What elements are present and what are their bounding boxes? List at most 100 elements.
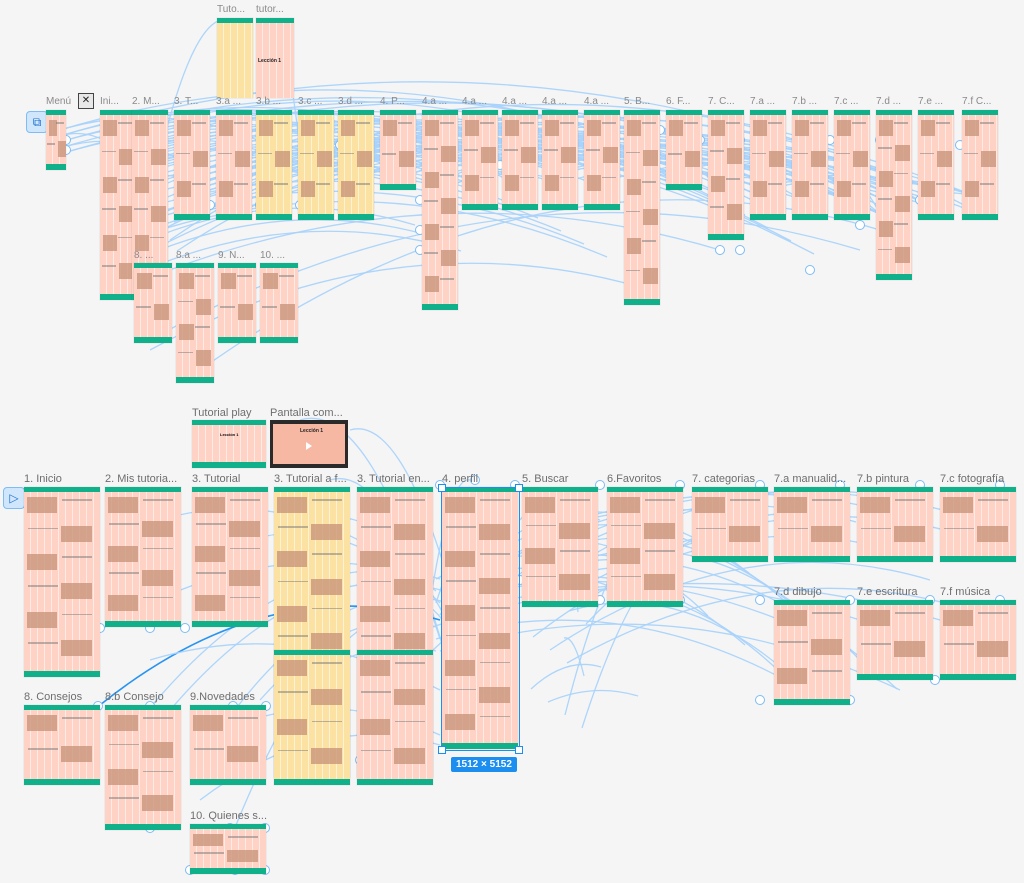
top-frame-label-12: 4.a ... — [542, 96, 568, 107]
bottom-row1-frame-7[interactable] — [607, 487, 683, 607]
top-frame-11[interactable] — [502, 110, 538, 210]
bottom-row1-frame-10[interactable] — [857, 487, 933, 562]
bottom-row1-frame-5[interactable] — [442, 487, 518, 749]
bottom-row2-label-2: 7.f música — [940, 586, 991, 598]
bottom-row1-label-9: 7.a manualid... — [774, 473, 847, 485]
top-frame-1[interactable] — [100, 110, 136, 300]
bottom-row2-frame-1[interactable] — [857, 600, 933, 680]
top-frame-label-22: 7.f C... — [962, 96, 992, 107]
top-frame-12[interactable] — [542, 110, 578, 210]
connector-node — [735, 245, 745, 255]
top-frame-18[interactable] — [792, 110, 828, 220]
bottom-row2-frame-2[interactable] — [940, 600, 1016, 680]
bottom-row3-label-1: 8.b Consejo — [105, 691, 164, 703]
bottom-row3-frame-2[interactable] — [190, 705, 266, 785]
top-frame-label-19: 7.c ... — [834, 96, 859, 107]
bottom-row1-frame-0[interactable] — [24, 487, 100, 677]
bottom-row2mid-frame-1[interactable] — [357, 650, 433, 785]
frame-label-tutorial-play: Tutorial play — [192, 407, 252, 419]
resize-handle-tr[interactable] — [515, 484, 523, 492]
bottom-row1-label-0: 1. Inicio — [24, 473, 62, 485]
top-frame-0[interactable] — [46, 110, 66, 170]
top-row2-frame-3[interactable] — [260, 263, 298, 343]
bottom-row1-label-1: 2. Mis tutoria... — [105, 473, 178, 485]
top-frame-19[interactable] — [834, 110, 870, 220]
connector-line — [530, 663, 602, 690]
connector-line — [547, 689, 639, 703]
connector-node — [715, 245, 725, 255]
top-frame-label-18: 7.b ... — [792, 96, 818, 107]
present-icon[interactable]: ▷ — [3, 487, 25, 509]
top-frame-4[interactable] — [216, 110, 252, 220]
top-row2-frame-0[interactable] — [134, 263, 172, 343]
bottom-row1-label-2: 3. Tutorial — [192, 473, 241, 485]
bottom-row3-label-0: 8. Consejos — [24, 691, 83, 703]
top-row2-frame-2[interactable] — [218, 263, 256, 343]
top-frame-5[interactable] — [256, 110, 292, 220]
top-frame-20[interactable] — [876, 110, 912, 280]
top-frame-15[interactable] — [666, 110, 702, 190]
top-frame-22[interactable] — [962, 110, 998, 220]
bottom-row2mid-frame-0[interactable] — [274, 650, 350, 785]
bottom-row1-frame-1[interactable] — [105, 487, 181, 627]
top-frame-13[interactable] — [584, 110, 620, 210]
bottom-row3-frame-1[interactable] — [105, 705, 181, 830]
top-row2-frame-1[interactable] — [176, 263, 214, 383]
top-frame-label-10: 4.a ... — [462, 96, 488, 107]
resize-handle-bl[interactable] — [438, 746, 446, 754]
connector-node — [755, 695, 765, 705]
top-row2-label-0: 8. ... — [134, 250, 154, 261]
selected-frame-outline[interactable] — [441, 487, 520, 751]
top-frame-17[interactable] — [750, 110, 786, 220]
top-frame-8[interactable] — [380, 110, 416, 190]
frame-label-pantalla-completa: Pantalla com... — [270, 407, 343, 419]
connector-node — [805, 265, 815, 275]
bottom-row3-frame-0[interactable] — [24, 705, 100, 785]
top-frame-label-3: 3. T... — [174, 96, 199, 107]
top-frame-label-15: 6. F... — [666, 96, 691, 107]
bottom-row1-frame-6[interactable] — [522, 487, 598, 607]
close-icon[interactable]: ✕ — [78, 93, 94, 109]
bottom-row1-label-4: 3. Tutorial en... — [357, 473, 430, 485]
connector-line — [199, 199, 881, 371]
play-icon[interactable] — [306, 442, 312, 450]
bottom-row2-frame-0[interactable] — [774, 600, 850, 705]
top-row2-label-3: 10. ... — [260, 250, 286, 261]
bottom-row4-label-0: 10. Quienes s... — [190, 810, 268, 822]
component-icon[interactable]: ⧉ — [26, 111, 48, 133]
top-frame-16[interactable] — [708, 110, 744, 240]
top-frame-10[interactable] — [462, 110, 498, 210]
connector-line — [559, 150, 681, 161]
top-frame-label-0: Menú — [46, 96, 72, 107]
top-frame-3[interactable] — [174, 110, 210, 220]
connector-node — [180, 623, 190, 633]
bottom-row1-frame-9[interactable] — [774, 487, 850, 562]
top-frame-label-7: 3.d ... — [338, 96, 364, 107]
connector-node — [855, 220, 865, 230]
frame-pantalla-completa[interactable]: Lección 1 — [270, 420, 348, 468]
bottom-row2-label-1: 7.e escritura — [857, 586, 918, 598]
top-frame-label-5: 3.b ... — [256, 96, 282, 107]
top-frame-9[interactable] — [422, 110, 458, 310]
bottom-row1-frame-11[interactable] — [940, 487, 1016, 562]
frame-label-tuto: Tuto... — [217, 4, 245, 15]
top-row2-label-1: 8.a ... — [176, 250, 202, 261]
top-row2-label-2: 9. N... — [218, 250, 245, 261]
bottom-row1-frame-8[interactable] — [692, 487, 768, 562]
bottom-row1-frame-2[interactable] — [192, 487, 268, 627]
top-frame-label-17: 7.a ... — [750, 96, 776, 107]
top-frame-label-16: 7. C... — [708, 96, 735, 107]
frame-tutorial-small[interactable] — [217, 18, 253, 98]
top-frame-6[interactable] — [298, 110, 334, 220]
top-frame-21[interactable] — [918, 110, 954, 220]
resize-handle-br[interactable] — [515, 746, 523, 754]
top-frame-label-9: 4.a ... — [422, 96, 448, 107]
frame-tutorial-lesson-small[interactable]: Lección 1 — [256, 18, 294, 98]
bottom-row1-label-5: 4. perfil — [442, 473, 479, 485]
frame-tutorial-play[interactable]: Lección 1 — [192, 420, 266, 468]
resize-handle-tl[interactable] — [438, 484, 446, 492]
top-frame-7[interactable] — [338, 110, 374, 220]
top-frame-14[interactable] — [624, 110, 660, 305]
bottom-row4-frame-0[interactable] — [190, 824, 266, 874]
